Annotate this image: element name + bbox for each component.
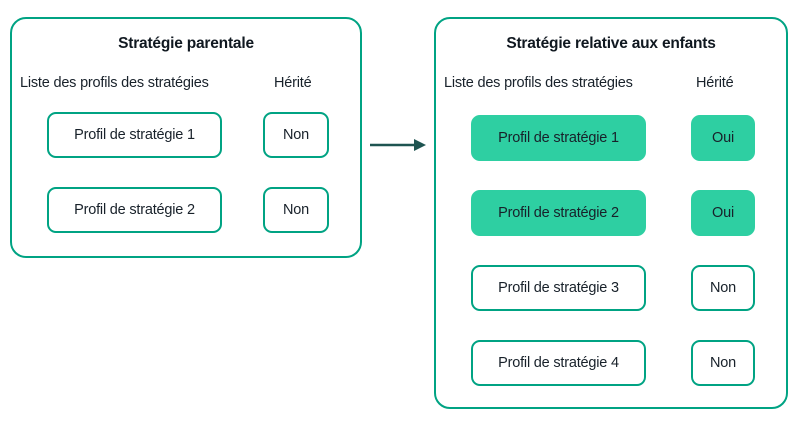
table-row: Profil de stratégie 4 Non [436,340,786,386]
arrow-right-icon [370,134,430,156]
parent-inherited-chip-1[interactable]: Non [263,112,329,158]
table-row: Profil de stratégie 1 Non [12,112,360,158]
table-row: Profil de stratégie 3 Non [436,265,786,311]
table-row: Profil de stratégie 1 Oui [436,115,786,161]
parent-inherited-chip-2[interactable]: Non [263,187,329,233]
table-row: Profil de stratégie 2 Oui [436,190,786,236]
child-profile-chip-2[interactable]: Profil de stratégie 2 [471,190,646,236]
child-inherited-chip-4[interactable]: Non [691,340,755,386]
child-column-header-profiles: Liste des profils des stratégies [444,75,633,91]
parent-column-header-profiles: Liste des profils des stratégies [20,75,209,91]
child-inherited-chip-3[interactable]: Non [691,265,755,311]
parent-panel-title: Stratégie parentale [118,35,254,52]
parent-column-header-inherited: Hérité [274,75,312,91]
table-row: Profil de stratégie 2 Non [12,187,360,233]
child-strategy-panel: Stratégie relative aux enfants Liste des… [434,17,788,409]
child-column-headers: Liste des profils des stratégies Hérité [436,75,786,95]
child-profile-chip-1[interactable]: Profil de stratégie 1 [471,115,646,161]
parent-profile-chip-2[interactable]: Profil de stratégie 2 [47,187,222,233]
child-inherited-chip-2[interactable]: Oui [691,190,755,236]
child-inherited-chip-1[interactable]: Oui [691,115,755,161]
child-profile-chip-3[interactable]: Profil de stratégie 3 [471,265,646,311]
child-column-header-inherited: Hérité [696,75,734,91]
child-panel-title: Stratégie relative aux enfants [506,35,716,52]
parent-profile-chip-1[interactable]: Profil de stratégie 1 [47,112,222,158]
child-profile-chip-4[interactable]: Profil de stratégie 4 [471,340,646,386]
parent-strategy-panel: Stratégie parentale Liste des profils de… [10,17,362,258]
parent-column-headers: Liste des profils des stratégies Hérité [12,75,360,95]
